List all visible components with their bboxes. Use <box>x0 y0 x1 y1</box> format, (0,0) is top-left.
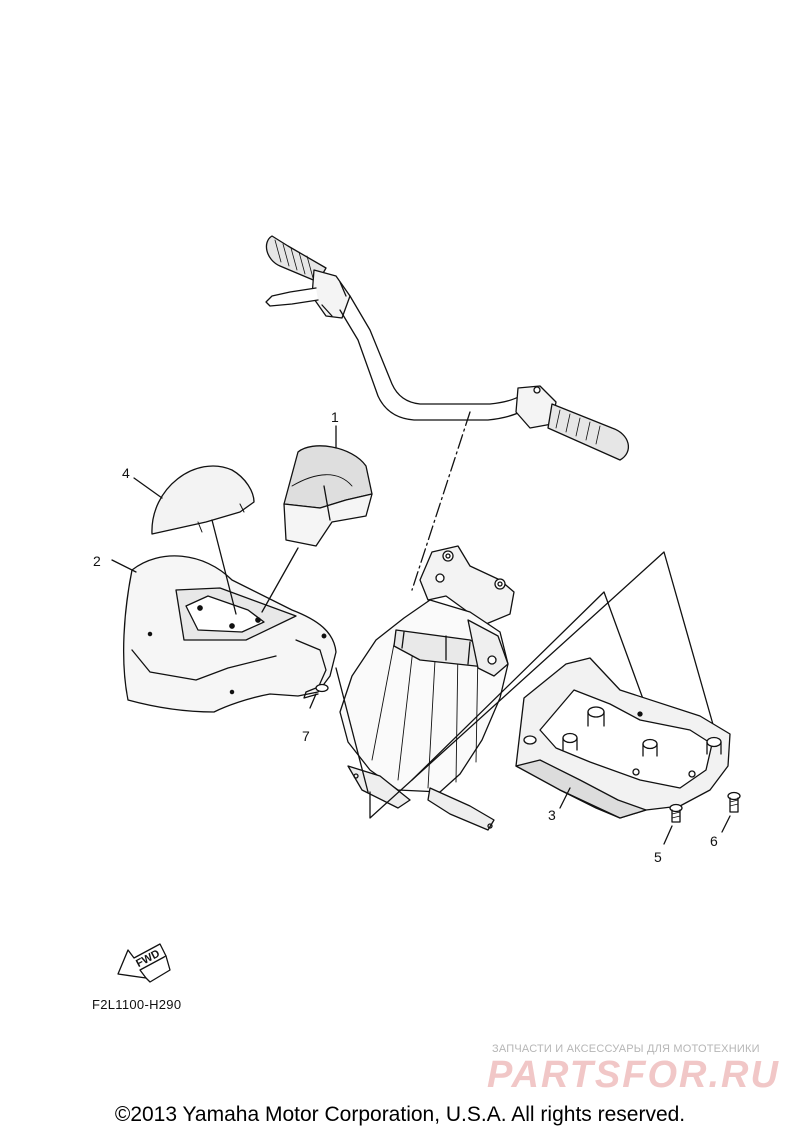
callout-6: 6 <box>710 833 718 849</box>
part-4-visor <box>151 465 255 535</box>
diagram-code: F2L1100-H290 <box>92 997 182 1012</box>
watermark-brand: PARTSFOR.RU <box>487 1054 780 1096</box>
callout-2: 2 <box>93 553 101 569</box>
callout-3: 3 <box>548 807 556 823</box>
leader-line-handlebar <box>411 411 471 591</box>
fwd-arrow-icon: FWD <box>117 943 171 983</box>
part-1-cover <box>283 445 373 547</box>
handlebar <box>265 235 630 461</box>
leader-line-4-to-2 <box>211 519 237 615</box>
callout-1: 1 <box>331 409 339 425</box>
steering-column-assembly <box>339 545 515 831</box>
watermark-tagline: ЗАПЧАСТИ И АКСЕССУАРЫ ДЛЯ МОТОТЕХНИКИ <box>492 1043 760 1055</box>
part-3-lower-cover <box>515 657 731 819</box>
leader-line-column-c <box>335 667 369 793</box>
leader-line-1-to-2 <box>261 547 299 613</box>
leader-line-2 <box>111 559 137 573</box>
leader-line-6 <box>721 815 731 833</box>
leader-line-4 <box>133 477 163 499</box>
part-6-screw <box>727 791 741 813</box>
leader-line-column-a <box>369 551 715 819</box>
callout-4: 4 <box>122 465 130 481</box>
callout-7: 7 <box>302 728 310 744</box>
leader-line-column-b <box>411 591 659 781</box>
leader-line-7 <box>309 693 317 709</box>
part-2-front-cover <box>123 555 337 713</box>
leader-line-3 <box>559 787 571 809</box>
copyright-notice: ©2013 Yamaha Motor Corporation, U.S.A. A… <box>114 1103 686 1126</box>
leader-line-5 <box>663 825 673 845</box>
part-5-screw <box>669 803 683 823</box>
part-7-screw <box>303 683 329 699</box>
callout-5: 5 <box>654 849 662 865</box>
